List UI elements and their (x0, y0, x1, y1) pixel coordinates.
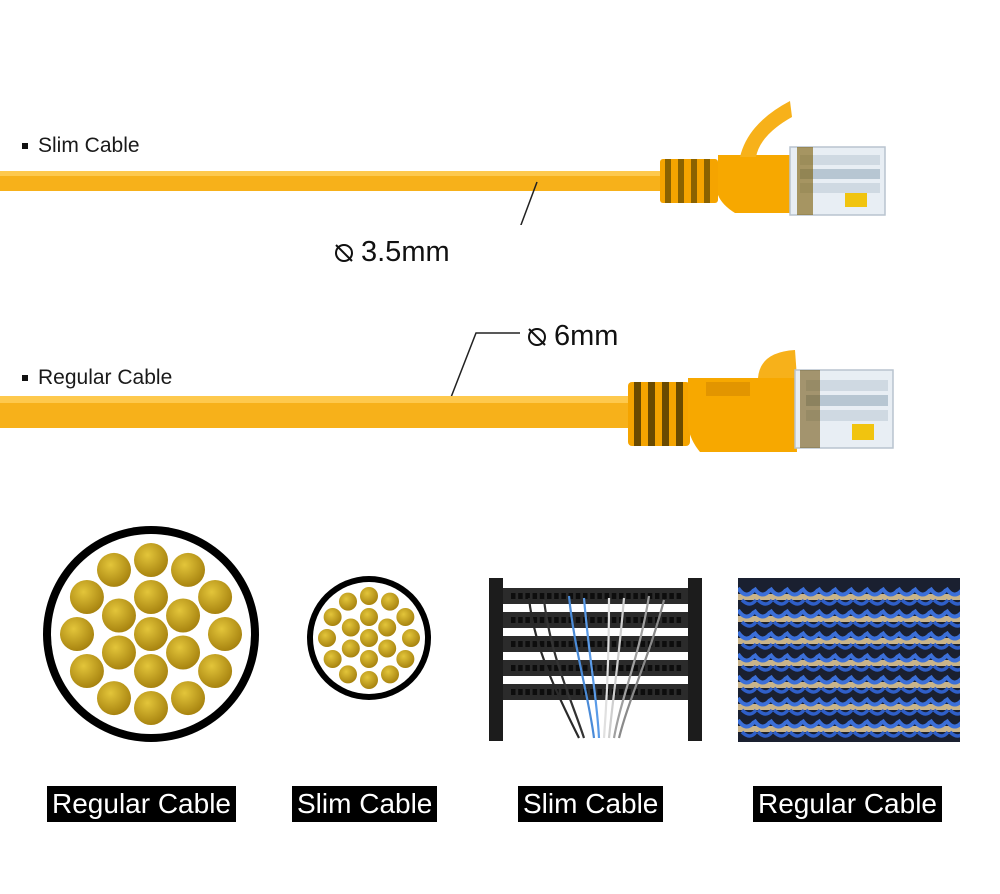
slim-cable-cross-section (307, 576, 431, 700)
wire-strand (166, 598, 201, 633)
wire-strand (134, 691, 168, 725)
regular-cable-label-text: Regular Cable (38, 366, 173, 389)
wire-strand (101, 635, 136, 670)
diameter-icon (335, 243, 353, 262)
regular-cable-cross-section (43, 526, 259, 742)
wire-strand (198, 580, 233, 614)
square-bullet-icon (22, 375, 28, 381)
caption-regular-cross-section: Regular Cable (47, 786, 236, 822)
wire-strand (360, 587, 378, 605)
diameter-icon (528, 327, 546, 346)
wire-strand (360, 671, 378, 689)
slim-dimension: 3.5mm (333, 236, 450, 269)
wire-strand (402, 629, 420, 647)
slim-dimension-value: 3.5mm (361, 236, 450, 268)
slim-leader-line (520, 181, 538, 225)
slim-cable-rack-photo (489, 578, 702, 741)
wire-strand (134, 543, 168, 577)
slim-cable-image (0, 101, 886, 225)
wire-strand (134, 617, 168, 651)
wire-strand (134, 654, 168, 688)
wire-strand (208, 617, 242, 651)
slim-cable-boot (660, 159, 718, 203)
wire-strand (396, 650, 415, 668)
wire-strand (378, 639, 397, 658)
caption-slim-cross-section: Slim Cable (292, 786, 438, 822)
wire-strand (341, 618, 360, 637)
wire-strand (69, 654, 104, 688)
wire-strand (341, 639, 360, 658)
wire-strand (381, 592, 399, 611)
wire-strand (97, 681, 131, 716)
wire-strand (360, 608, 378, 626)
wire-strand (360, 650, 378, 668)
regular-leader-line (447, 332, 520, 406)
wire-strand (69, 580, 104, 614)
wire-strand (318, 629, 336, 647)
wire-strand (166, 635, 201, 670)
wire-strand (171, 681, 205, 716)
wire-strand (101, 598, 136, 633)
regular-cable-rack-photo (738, 578, 960, 742)
wire-strand (396, 608, 415, 626)
wire-strand (360, 629, 378, 647)
slim-cable-label: Slim Cable (22, 134, 140, 158)
wire-strand (378, 618, 397, 637)
wire-strand (97, 552, 131, 587)
wire-strand (323, 650, 342, 668)
wire-strand (60, 617, 94, 651)
wire-strand (381, 665, 399, 684)
regular-cable-image (0, 332, 894, 452)
regular-cable-boot (628, 382, 690, 446)
wire-strand (198, 654, 233, 688)
wire-strand (323, 608, 342, 626)
regular-dimension: 6mm (526, 320, 618, 353)
slim-cable-label-text: Slim Cable (38, 134, 140, 157)
wire-strand (134, 580, 168, 614)
wire-strand (171, 552, 205, 587)
regular-cable-label: Regular Cable (22, 366, 172, 390)
wire-strand (339, 665, 357, 684)
wire-strand (339, 592, 357, 611)
caption-slim-rack: Slim Cable (518, 786, 664, 822)
caption-regular-rack: Regular Cable (753, 786, 942, 822)
regular-dimension-value: 6mm (554, 320, 619, 352)
square-bullet-icon (22, 143, 28, 149)
